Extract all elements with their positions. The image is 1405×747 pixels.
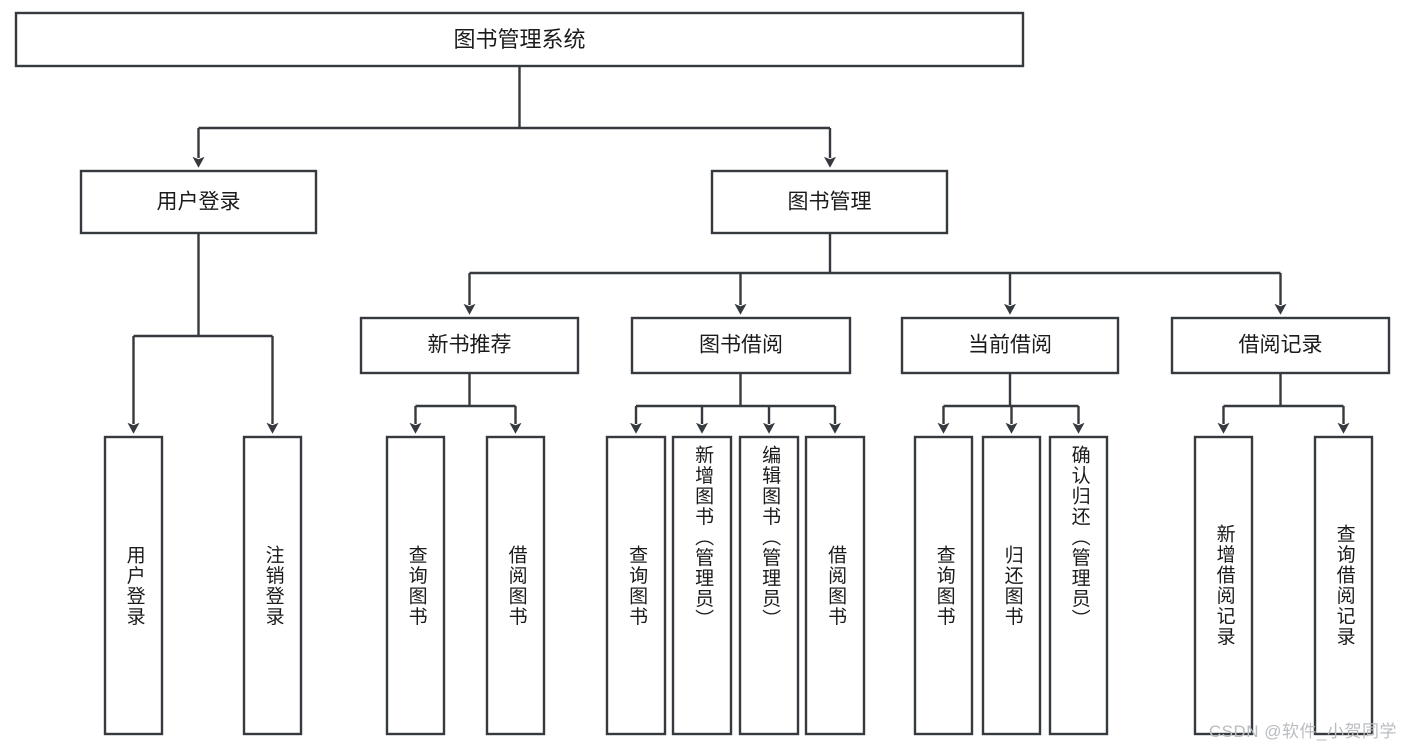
node-book-management-label: 图书管理 (788, 191, 872, 214)
edge-group-newbook-to-leaves (409, 373, 522, 434)
node-user-login-label: 用户登录 (157, 191, 241, 214)
node-book-management-box (710, 169, 949, 235)
node-new-book-recommend-label: 新书推荐 (428, 334, 512, 357)
leaf-node-boxes (103, 435, 1374, 736)
node-current-borrow-box (900, 316, 1120, 375)
node-new-book-recommend-box (359, 316, 580, 375)
node-borrow-record-box (1170, 316, 1391, 375)
node-book-borrow-label: 图书借阅 (699, 334, 783, 357)
node-book-borrow-box (630, 316, 852, 375)
node-borrow-record-label: 借阅记录 (1239, 334, 1323, 357)
node-root-system[interactable]: 图书管理系统 (14, 11, 1025, 68)
edge-group-bookborrow-to-leaves (630, 373, 841, 434)
edge-group-currentborrow-to-leaves (937, 373, 1085, 434)
node-current-borrow[interactable]: 当前借阅 (900, 316, 1120, 375)
edge-group-bookmanage-to-level3 (463, 233, 1287, 315)
leaf-box-edit-book[interactable] (738, 435, 800, 736)
node-current-borrow-label: 当前借阅 (968, 334, 1052, 357)
node-user-login-box (79, 169, 318, 235)
leaf-box-logout[interactable] (242, 435, 303, 736)
leaf-box-user-login[interactable] (103, 435, 164, 736)
leaf-box-return-book[interactable] (981, 435, 1042, 736)
leaf-box-add-record[interactable] (1193, 435, 1254, 736)
node-book-management[interactable]: 图书管理 (710, 169, 949, 235)
leaf-box-query-book-1[interactable] (385, 435, 446, 736)
edge-group-borrowrecord-to-leaves (1217, 373, 1350, 434)
edge-group-userlogin-to-leaves (127, 233, 279, 434)
leaf-box-borrow-book-2[interactable] (804, 435, 866, 736)
leaf-box-add-book[interactable] (671, 435, 733, 736)
node-root-box (14, 11, 1025, 68)
leaf-box-borrow-book-1[interactable] (485, 435, 546, 736)
node-borrow-record[interactable]: 借阅记录 (1170, 316, 1391, 375)
leaf-box-query-book-3[interactable] (913, 435, 974, 736)
leaf-box-confirm-return[interactable] (1048, 435, 1109, 736)
edge-group-root-to-level2 (192, 66, 836, 168)
leaf-box-query-book-2[interactable] (605, 435, 667, 736)
node-book-borrow[interactable]: 图书借阅 (630, 316, 852, 375)
node-root-label: 图书管理系统 (453, 27, 585, 52)
node-user-login[interactable]: 用户登录 (79, 169, 318, 235)
node-new-book-recommend[interactable]: 新书推荐 (359, 316, 580, 375)
leaf-box-query-record[interactable] (1313, 435, 1374, 736)
